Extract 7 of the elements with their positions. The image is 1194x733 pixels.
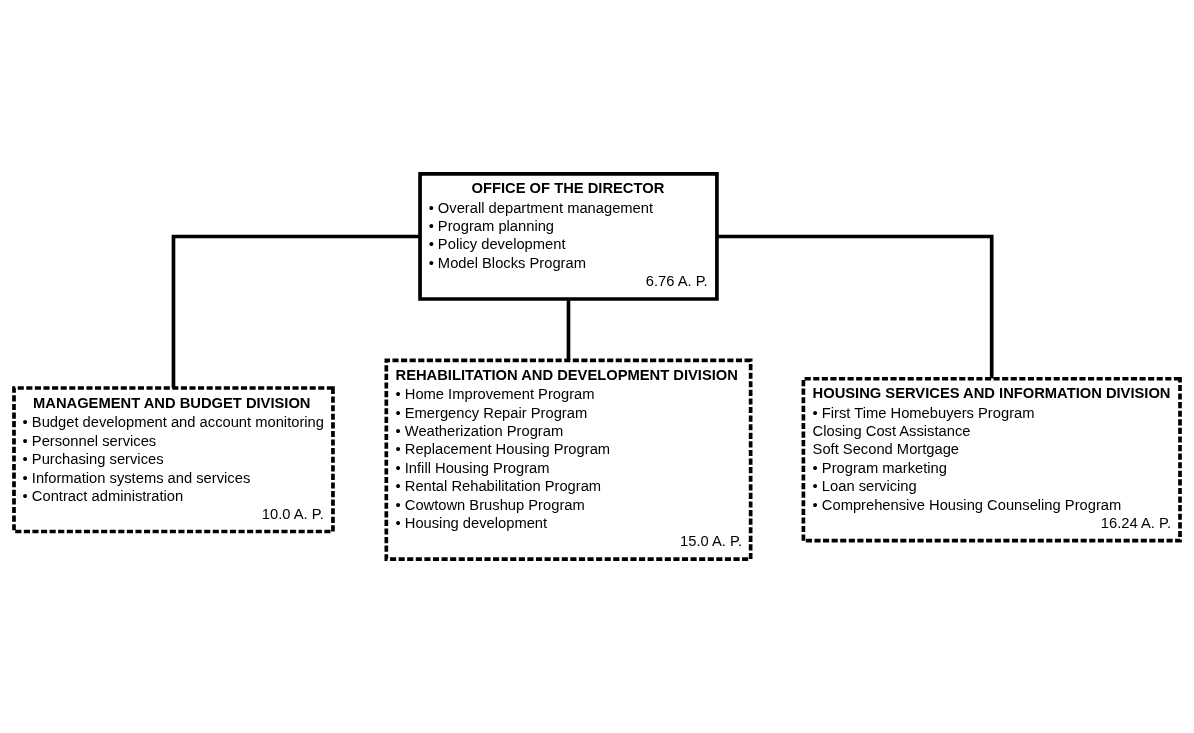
node-box: REHABILITATION AND DEVELOPMENT DIVISION • Home Improvement Program • Emergency Repair Program • Weatherization Program • Replacement Housing Program • Infill Housing Program • Rental Rehabilitation Program • Cowtown Brushup Program • Housing development 15.0 A. P. bbox=[384, 358, 753, 561]
connector bbox=[171, 234, 420, 388]
node-box: HOUSING SERVICES AND INFORMATION DIVISION • First Time Homebuyers Program Closing Cost Assistance Soft Second Mortgage • Program marketing • Loan servicing • Comprehensive Housing Counseling Program 16.24 A. P. bbox=[801, 376, 1182, 543]
connector bbox=[717, 234, 994, 379]
node-box: MANAGEMENT AND BUDGET DIVISION • Budget development and account monitoring • Personnel services • Purchasing services • Information systems and services • Contract administration 10.0 A. P. bbox=[12, 386, 335, 534]
connector bbox=[566, 299, 571, 361]
node-box: OFFICE OF THE DIRECTOR • Overall department management • Program planning • Policy development • Model Blocks Program 6.76 A. P. bbox=[418, 172, 719, 301]
